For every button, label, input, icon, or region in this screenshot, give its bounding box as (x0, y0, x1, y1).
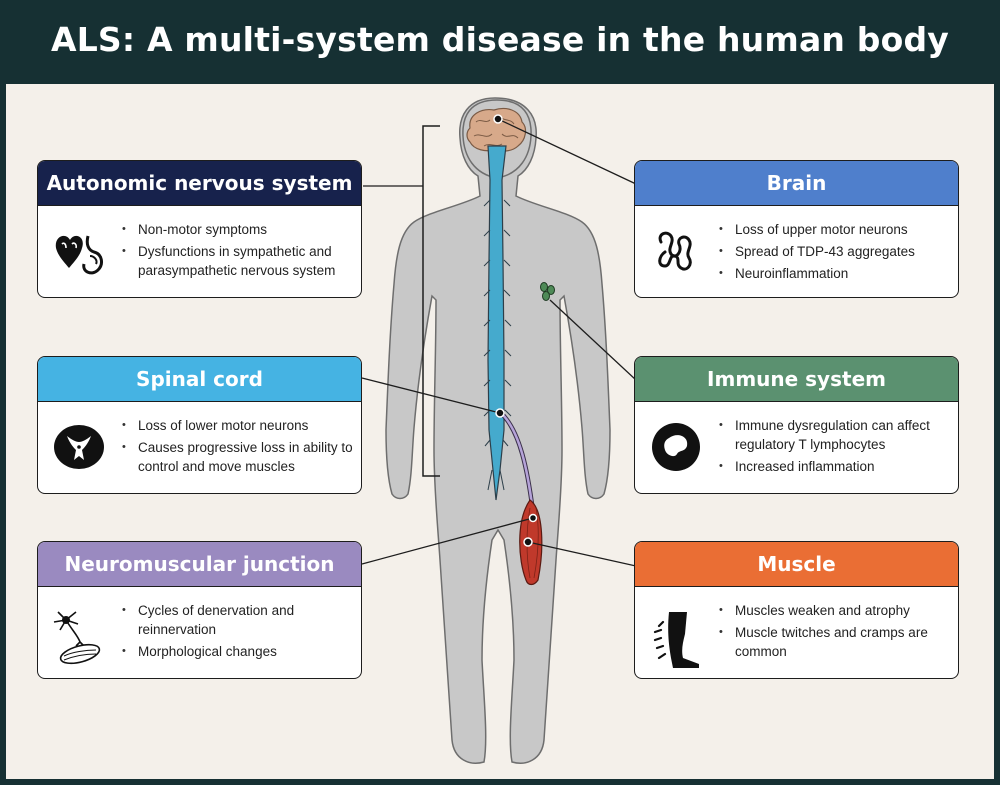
neuron-muscle-icon (53, 611, 101, 665)
card-immune-system: Immune system Immune dysregulation can a… (634, 356, 959, 494)
card-body: Loss of lower motor neurons Causes progr… (38, 402, 361, 493)
card-point: Loss of lower motor neurons (122, 416, 358, 435)
card-point: Loss of upper motor neurons (719, 220, 955, 239)
card-point: Muscle twitches and cramps are common (719, 623, 955, 661)
connection-dots (493, 114, 538, 547)
page-title: ALS: A multi-system disease in the human… (50, 20, 950, 59)
card-point: Non-motor symptoms (122, 220, 358, 239)
card-point: Dysfunctions in sympathetic and parasymp… (122, 242, 358, 280)
card-point: Causes progressive loss in ability to co… (122, 438, 358, 476)
card-brain: Brain Loss of upper motor neurons Spread… (634, 160, 959, 298)
card-point: Cycles of denervation and reinnervation (122, 601, 358, 639)
card-header: Brain (635, 161, 958, 206)
card-body: Immune dysregulation can affect regulato… (635, 402, 958, 493)
card-autonomic-nervous-system: Autonomic nervous system Non-motor sympt… (37, 160, 362, 298)
card-point: Morphological changes (122, 642, 358, 661)
card-point: Neuroinflammation (719, 264, 955, 283)
brain-folds (473, 115, 519, 147)
connector-lines (361, 118, 637, 567)
card-neuromuscular-junction: Neuromuscular junction Cycles of denerva… (37, 541, 362, 679)
autonomic-bracket (422, 125, 440, 477)
card-points: Immune dysregulation can affect regulato… (719, 416, 955, 479)
card-point: Immune dysregulation can affect regulato… (719, 416, 955, 454)
leg-twitch-icon (653, 612, 699, 668)
immune-cells-graphic (540, 282, 555, 301)
immune-cell-icon (652, 423, 700, 471)
card-body: Loss of upper motor neurons Spread of TD… (635, 206, 958, 297)
card-point: Spread of TDP-43 aggregates (719, 242, 955, 261)
spinal-nerve-roots (483, 199, 512, 491)
card-muscle: Muscle Muscles weaken and atrophy Muscle… (634, 541, 959, 679)
card-points: Cycles of denervation and reinnervation … (122, 601, 358, 664)
card-header: Muscle (635, 542, 958, 587)
card-points: Non-motor symptoms Dysfunctions in sympa… (122, 220, 358, 283)
heart-stomach-icon (55, 235, 103, 275)
card-point: Muscles weaken and atrophy (719, 601, 955, 620)
card-body: Non-motor symptoms Dysfunctions in sympa… (38, 206, 361, 297)
protein-aggregate-icon (658, 231, 692, 271)
spinal-cross-section-icon (54, 425, 104, 469)
card-points: Loss of lower motor neurons Causes progr… (122, 416, 358, 479)
card-header: Neuromuscular junction (38, 542, 361, 587)
card-point: Increased inflammation (719, 457, 955, 476)
brain-graphic (466, 107, 527, 152)
card-header: Immune system (635, 357, 958, 402)
card-points: Loss of upper motor neurons Spread of TD… (719, 220, 955, 286)
card-body: Muscles weaken and atrophy Muscle twitch… (635, 587, 958, 678)
card-header: Spinal cord (38, 357, 361, 402)
card-body: Cycles of denervation and reinnervation … (38, 587, 361, 678)
card-spinal-cord: Spinal cord Loss of lower motor neurons … (37, 356, 362, 494)
card-header: Autonomic nervous system (38, 161, 361, 206)
card-points: Muscles weaken and atrophy Muscle twitch… (719, 601, 955, 664)
